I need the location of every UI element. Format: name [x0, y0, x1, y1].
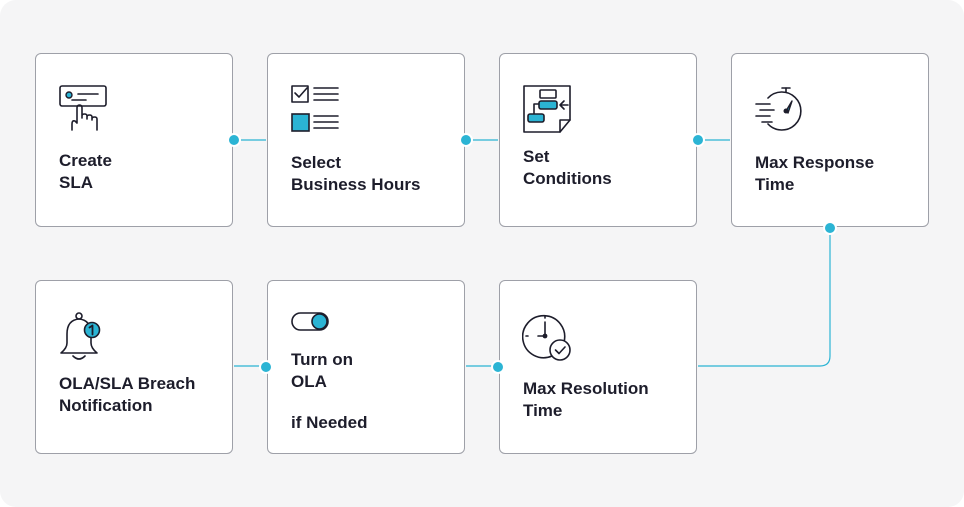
step-label-line: Max Resolution: [523, 379, 649, 398]
step-label: Set Conditions: [523, 146, 686, 190]
step-label-line: Time: [755, 175, 795, 194]
connector-dot: [459, 133, 473, 147]
connector-dot: [227, 133, 241, 147]
step-label: Select Business Hours: [291, 152, 454, 196]
flowchart-icon: [523, 85, 571, 133]
step-label-line: Notification: [59, 396, 153, 415]
click-form-icon: [59, 85, 107, 131]
step-label-line: Conditions: [523, 169, 612, 188]
connector-dot: [259, 360, 273, 374]
checklist-icon: [291, 85, 339, 132]
step-label: Max Resolution Time: [523, 378, 686, 422]
toggle-icon: [291, 312, 329, 331]
step-label-line: Max Response: [755, 153, 875, 172]
step-label-line: Create: [59, 151, 112, 170]
step-label: Create SLA: [59, 150, 222, 194]
step-label: Turn on OLA if Needed: [291, 349, 454, 434]
step-card-create-sla: Create SLA: [35, 53, 233, 227]
step-label-line: Set: [523, 147, 550, 166]
connector-dot: [491, 360, 505, 374]
connector-dot: [823, 221, 837, 235]
step-card-max-resolution-time: Max Resolution Time: [499, 280, 697, 454]
step-label-line: Select: [291, 153, 342, 172]
step-label-line: OLA: [291, 372, 327, 391]
step-card-max-response-time: Max Response Time: [731, 53, 929, 227]
step-card-set-conditions: Set Conditions: [499, 53, 697, 227]
step-label: OLA/SLA Breach Notification: [59, 373, 222, 417]
clock-check-icon: [522, 314, 571, 361]
step-card-turn-on-ola: Turn on OLA if Needed: [267, 280, 465, 454]
step-label-line: Business Hours: [291, 175, 421, 194]
step-label-line: Turn on: [291, 350, 353, 369]
step-card-breach-notification: OLA/SLA Breach Notification: [35, 280, 233, 454]
step-label-note: if Needed: [291, 413, 368, 432]
step-label-line: OLA/SLA Breach: [59, 374, 196, 393]
step-label-line: Time: [523, 401, 563, 420]
bell-notification-icon: [60, 312, 101, 360]
step-card-select-business-hours: Select Business Hours: [267, 53, 465, 227]
connector-4-5: [698, 228, 831, 367]
step-label-line: SLA: [59, 173, 93, 192]
connector-dot: [691, 133, 705, 147]
step-label: Max Response Time: [755, 152, 918, 196]
fast-stopwatch-icon: [755, 87, 802, 131]
